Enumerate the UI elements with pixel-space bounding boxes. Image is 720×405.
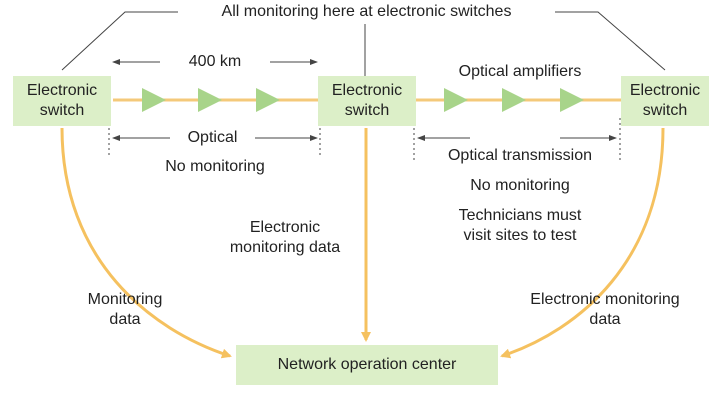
amplifiers-left bbox=[142, 88, 280, 112]
triangle-amplifier-icon bbox=[198, 88, 222, 112]
electronic-switch-right: Electronic switch bbox=[621, 76, 709, 126]
left-monitoring-data-label: Monitoring data bbox=[87, 291, 163, 328]
triangle-amplifier-icon bbox=[142, 88, 166, 112]
top-banner-label: All monitoring here at electronic switch… bbox=[180, 2, 553, 22]
network-operation-center: Network operation center bbox=[236, 345, 498, 385]
switch-label: Electronic switch bbox=[331, 82, 403, 119]
monitoring-arrow-left bbox=[60, 127, 232, 359]
triangle-amplifier-icon bbox=[502, 88, 526, 112]
distance-label: 400 km bbox=[188, 53, 242, 70]
electronic-switch-middle: Electronic switch bbox=[318, 76, 416, 126]
center-monitoring-data-label: Electronic monitoring data bbox=[229, 219, 341, 256]
optical-label: Optical bbox=[187, 129, 238, 146]
triangle-amplifier-icon bbox=[256, 88, 280, 112]
banner-line-left bbox=[61, 11, 178, 71]
triangle-amplifier-icon bbox=[444, 88, 468, 112]
switch-label: Electronic switch bbox=[629, 82, 701, 119]
noc-label: Network operation center bbox=[277, 356, 457, 373]
switch-label: Electronic switch bbox=[26, 82, 98, 119]
no-monitoring-right-label: No monitoring bbox=[470, 177, 570, 194]
triangle-amplifier-icon bbox=[560, 88, 584, 112]
right-monitoring-data-label: Electronic monitoring data bbox=[530, 291, 680, 328]
technicians-label: Technicians must visit sites to test bbox=[458, 207, 582, 244]
banner-line-right bbox=[555, 11, 666, 71]
optical-amplifiers-label: Optical amplifiers bbox=[458, 63, 582, 80]
optical-transmission-label: Optical transmission bbox=[447, 147, 593, 164]
electronic-switch-left: Electronic switch bbox=[13, 76, 111, 126]
no-monitoring-left-label: No monitoring bbox=[165, 158, 265, 175]
amplifiers-right bbox=[444, 88, 584, 112]
monitoring-arrow-right bbox=[500, 127, 665, 359]
